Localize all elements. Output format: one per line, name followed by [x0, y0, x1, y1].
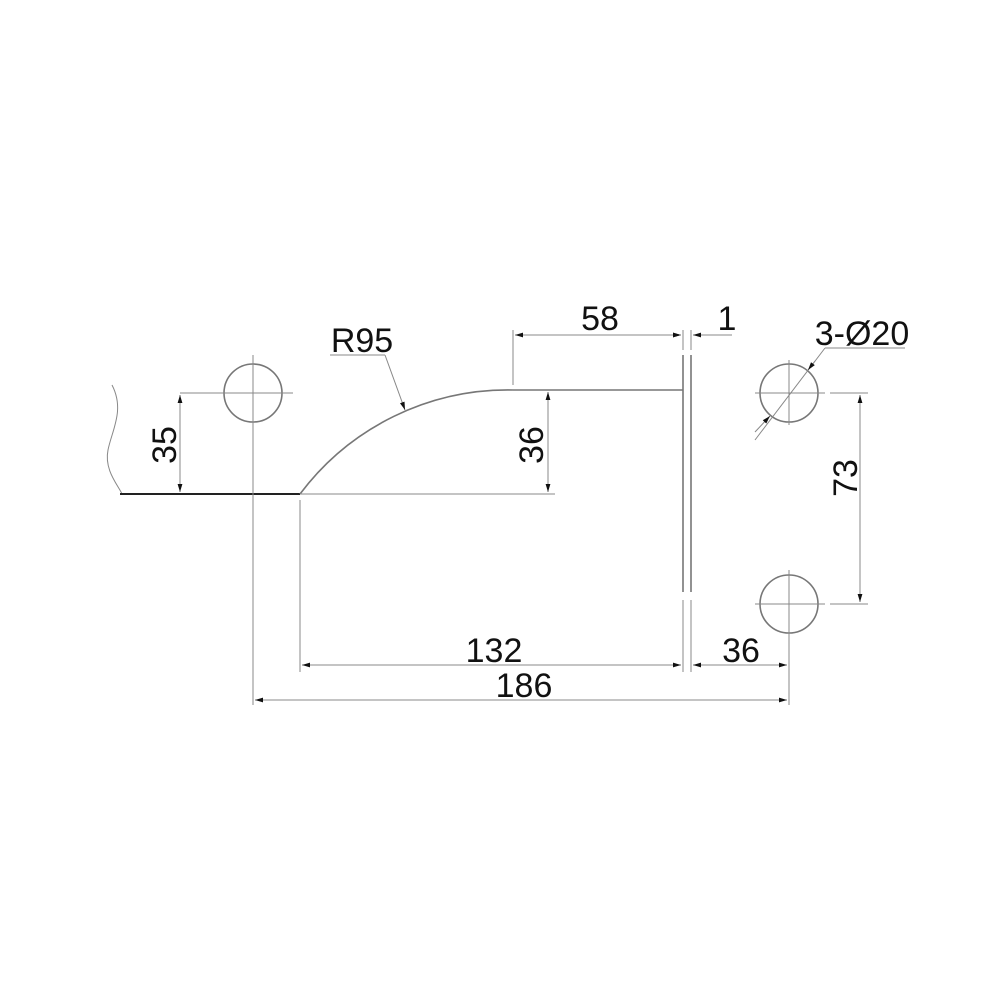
- dim-186-label: 186: [496, 667, 553, 705]
- hole-left: [213, 355, 293, 705]
- dim-1-label: 1: [718, 300, 737, 338]
- hole-dia-label: 3-Ø20: [815, 315, 910, 353]
- dim-58-label: 58: [581, 300, 619, 338]
- dim-36-offset-label: 36: [722, 632, 760, 670]
- dim-35-label: 35: [146, 426, 184, 464]
- hole-right-bottom: [755, 570, 825, 705]
- r95-leader: [384, 354, 406, 411]
- hole-right-top: [755, 360, 825, 425]
- break-line: [106, 384, 123, 495]
- dim-36-step-label: 36: [513, 426, 551, 464]
- dim-73-label: 73: [827, 459, 865, 497]
- dim-132-label: 132: [466, 632, 523, 670]
- arc-edge: [299, 389, 514, 495]
- r95-label: R95: [331, 322, 393, 360]
